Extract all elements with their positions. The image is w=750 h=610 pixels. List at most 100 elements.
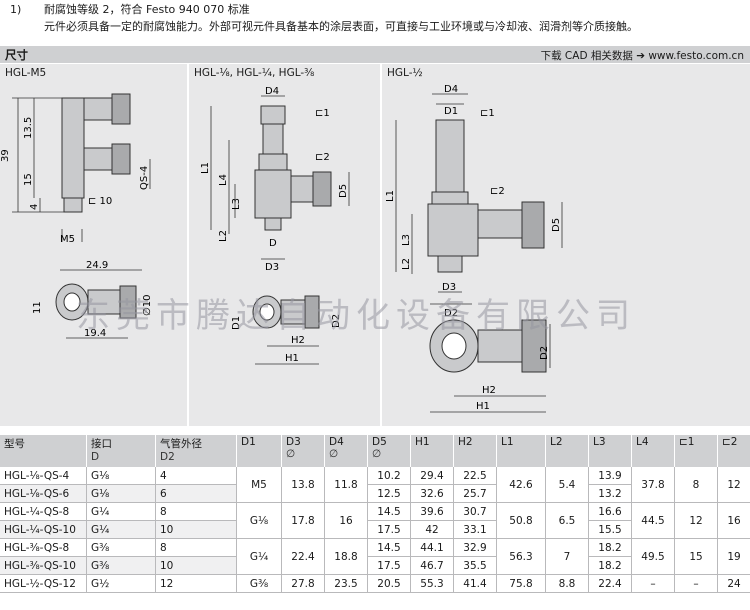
- dim-h2: H2: [291, 335, 305, 346]
- cell-l1: 50.8: [496, 502, 546, 539]
- cell-l3: 22.4: [588, 574, 632, 593]
- note-line1: 1)耐腐蚀等级 2，符合 Festo 940 070 标准: [10, 3, 250, 17]
- cell-d5: 14.5: [367, 538, 411, 557]
- dim-d4: D4: [444, 84, 458, 95]
- th-l2: L2: [545, 435, 589, 467]
- cell-model: HGL-⅛-QS-6: [0, 484, 87, 503]
- cell-d1: G⅛: [236, 502, 282, 539]
- cad-download-link[interactable]: 下载 CAD 相关数据 ➔ www.festo.com.cn: [540, 50, 744, 62]
- cell-h1: 32.6: [410, 484, 454, 503]
- cell-d4: 23.5: [324, 574, 368, 593]
- th-model: 型号: [0, 435, 87, 467]
- cell-port: G¼: [86, 520, 156, 539]
- dim-13-5: 13.5: [23, 117, 34, 139]
- drawing-hgl-g: D4 ⊏1 ⊏2 L1 L4 L3 L2 D5 D D3 D1 D2 H2 H1: [200, 86, 350, 365]
- dim-l2: L2: [401, 258, 412, 270]
- section-title: 尺寸: [5, 48, 28, 62]
- cell-h2: 33.1: [453, 520, 497, 539]
- table-row: HGL-⅜-QS-8 G⅜ 8 G¼ 22.4 18.8 14.5 44.1 3…: [0, 538, 750, 575]
- dim-15: 15: [23, 173, 34, 186]
- cell-d4: 16: [324, 502, 368, 539]
- dim-h2: H2: [482, 385, 496, 396]
- note-number: 1): [10, 3, 22, 16]
- note-line2: 元件必须具备一定的耐腐蚀能力。外部可视元件具备基本的涂层表面，可直接与工业环境或…: [44, 20, 638, 33]
- cell-l2: 5.4: [545, 467, 589, 503]
- cell-sw1: 15: [674, 538, 718, 575]
- cell-sw2: 24: [717, 574, 750, 593]
- dim-d2-top: D2: [444, 308, 458, 319]
- cell-d5: 20.5: [367, 574, 411, 593]
- dim-sw10: ⊏ 10: [88, 196, 112, 207]
- cell-h1: 44.1: [410, 538, 454, 557]
- cell-sw2: 16: [717, 502, 750, 539]
- cell-l4: 44.5: [631, 502, 675, 539]
- drawing-hgl-m5: 39 13.5 15 4 QS-4 ⊏ 10 M5 24.9 19.4 11 ∅…: [0, 93, 153, 339]
- cell-tube: 4: [155, 467, 237, 485]
- cell-l2: 7: [545, 538, 589, 575]
- th-d3: D3∅: [281, 435, 325, 467]
- dim-sw1: ⊏1: [480, 108, 495, 119]
- cell-tube: 12: [155, 574, 237, 593]
- cell-model: HGL-¼-QS-8: [0, 502, 87, 521]
- th-h2: H2: [453, 435, 497, 467]
- cell-sw2: 19: [717, 538, 750, 575]
- cell-l3: 18.2: [588, 538, 632, 557]
- cell-d4: 18.8: [324, 538, 368, 575]
- th-sw1: ⊏1: [674, 435, 718, 467]
- cell-l3: 15.5: [588, 520, 632, 539]
- cell-model: HGL-⅛-QS-4: [0, 467, 87, 485]
- dim-dia10: ∅10: [142, 295, 153, 316]
- cell-l4: 37.8: [631, 467, 675, 503]
- cell-h2: 35.5: [453, 556, 497, 575]
- cell-sw1: –: [674, 574, 718, 593]
- panel-title: HGL-M5: [5, 67, 47, 79]
- th-sw2: ⊏2: [717, 435, 750, 467]
- cell-h2: 41.4: [453, 574, 497, 593]
- dim-d2-side: D2: [539, 346, 550, 360]
- cell-d4: 11.8: [324, 467, 368, 503]
- cell-h1: 46.7: [410, 556, 454, 575]
- cell-l3: 18.2: [588, 556, 632, 575]
- cell-d3: 22.4: [281, 538, 325, 575]
- dim-l1: L1: [200, 162, 211, 174]
- cell-sw1: 12: [674, 502, 718, 539]
- cell-l1: 56.3: [496, 538, 546, 575]
- dim-sw2: ⊏2: [490, 186, 505, 197]
- panel-hgl-half: HGL-½ D4 D1 ⊏1 ⊏2 L1 L3 L2 D5 D3 D2: [382, 64, 750, 426]
- cell-h1: 42: [410, 520, 454, 539]
- table-row: HGL-½-QS-12 G½ 12 G⅜ 27.8 23.5 20.5 55.3…: [0, 574, 750, 593]
- dim-d3: D3: [265, 262, 279, 273]
- cell-d5: 17.5: [367, 520, 411, 539]
- dim-l2: L2: [218, 230, 229, 242]
- cell-h2: 32.9: [453, 538, 497, 557]
- panel-hgl-g: HGL-⅛, HGL-¼, HGL-⅜ D4 ⊏1 ⊏2 L1 L4 L3 L2…: [189, 64, 380, 426]
- cell-d1: G⅜: [236, 574, 282, 593]
- cell-d1: M5: [236, 467, 282, 503]
- cell-d3: 27.8: [281, 574, 325, 593]
- cell-tube: 6: [155, 484, 237, 503]
- th-d4: D4∅: [324, 435, 368, 467]
- cell-d5: 10.2: [367, 467, 411, 485]
- dim-l3: L3: [231, 198, 242, 210]
- dim-m5: M5: [60, 234, 75, 245]
- cell-port: G⅜: [86, 556, 156, 575]
- panel-hgl-m5: HGL-M5 39 13.5 15 4 QS-4 ⊏ 10 M5: [0, 64, 187, 426]
- dim-d1: D1: [231, 316, 242, 330]
- table-row: HGL-⅛-QS-4 G⅛ 4 M5 13.8 11.8 10.2 29.4 2…: [0, 467, 750, 503]
- cell-port: G⅛: [86, 467, 156, 485]
- dim-d5: D5: [551, 218, 562, 232]
- th-d1: D1: [236, 435, 282, 467]
- dim-39: 39: [0, 149, 11, 162]
- cell-port: G½: [86, 574, 156, 593]
- cell-d3: 13.8: [281, 467, 325, 503]
- cell-l4: –: [631, 574, 675, 593]
- panel-title: HGL-⅛, HGL-¼, HGL-⅜: [194, 67, 315, 79]
- panel-title: HGL-½: [387, 67, 423, 79]
- cell-tube: 10: [155, 520, 237, 539]
- cell-h2: 25.7: [453, 484, 497, 503]
- cell-model: HGL-¼-QS-10: [0, 520, 87, 539]
- table-row: HGL-¼-QS-8 G¼ 8 G⅛ 17.8 16 14.5 39.6 30.…: [0, 502, 750, 539]
